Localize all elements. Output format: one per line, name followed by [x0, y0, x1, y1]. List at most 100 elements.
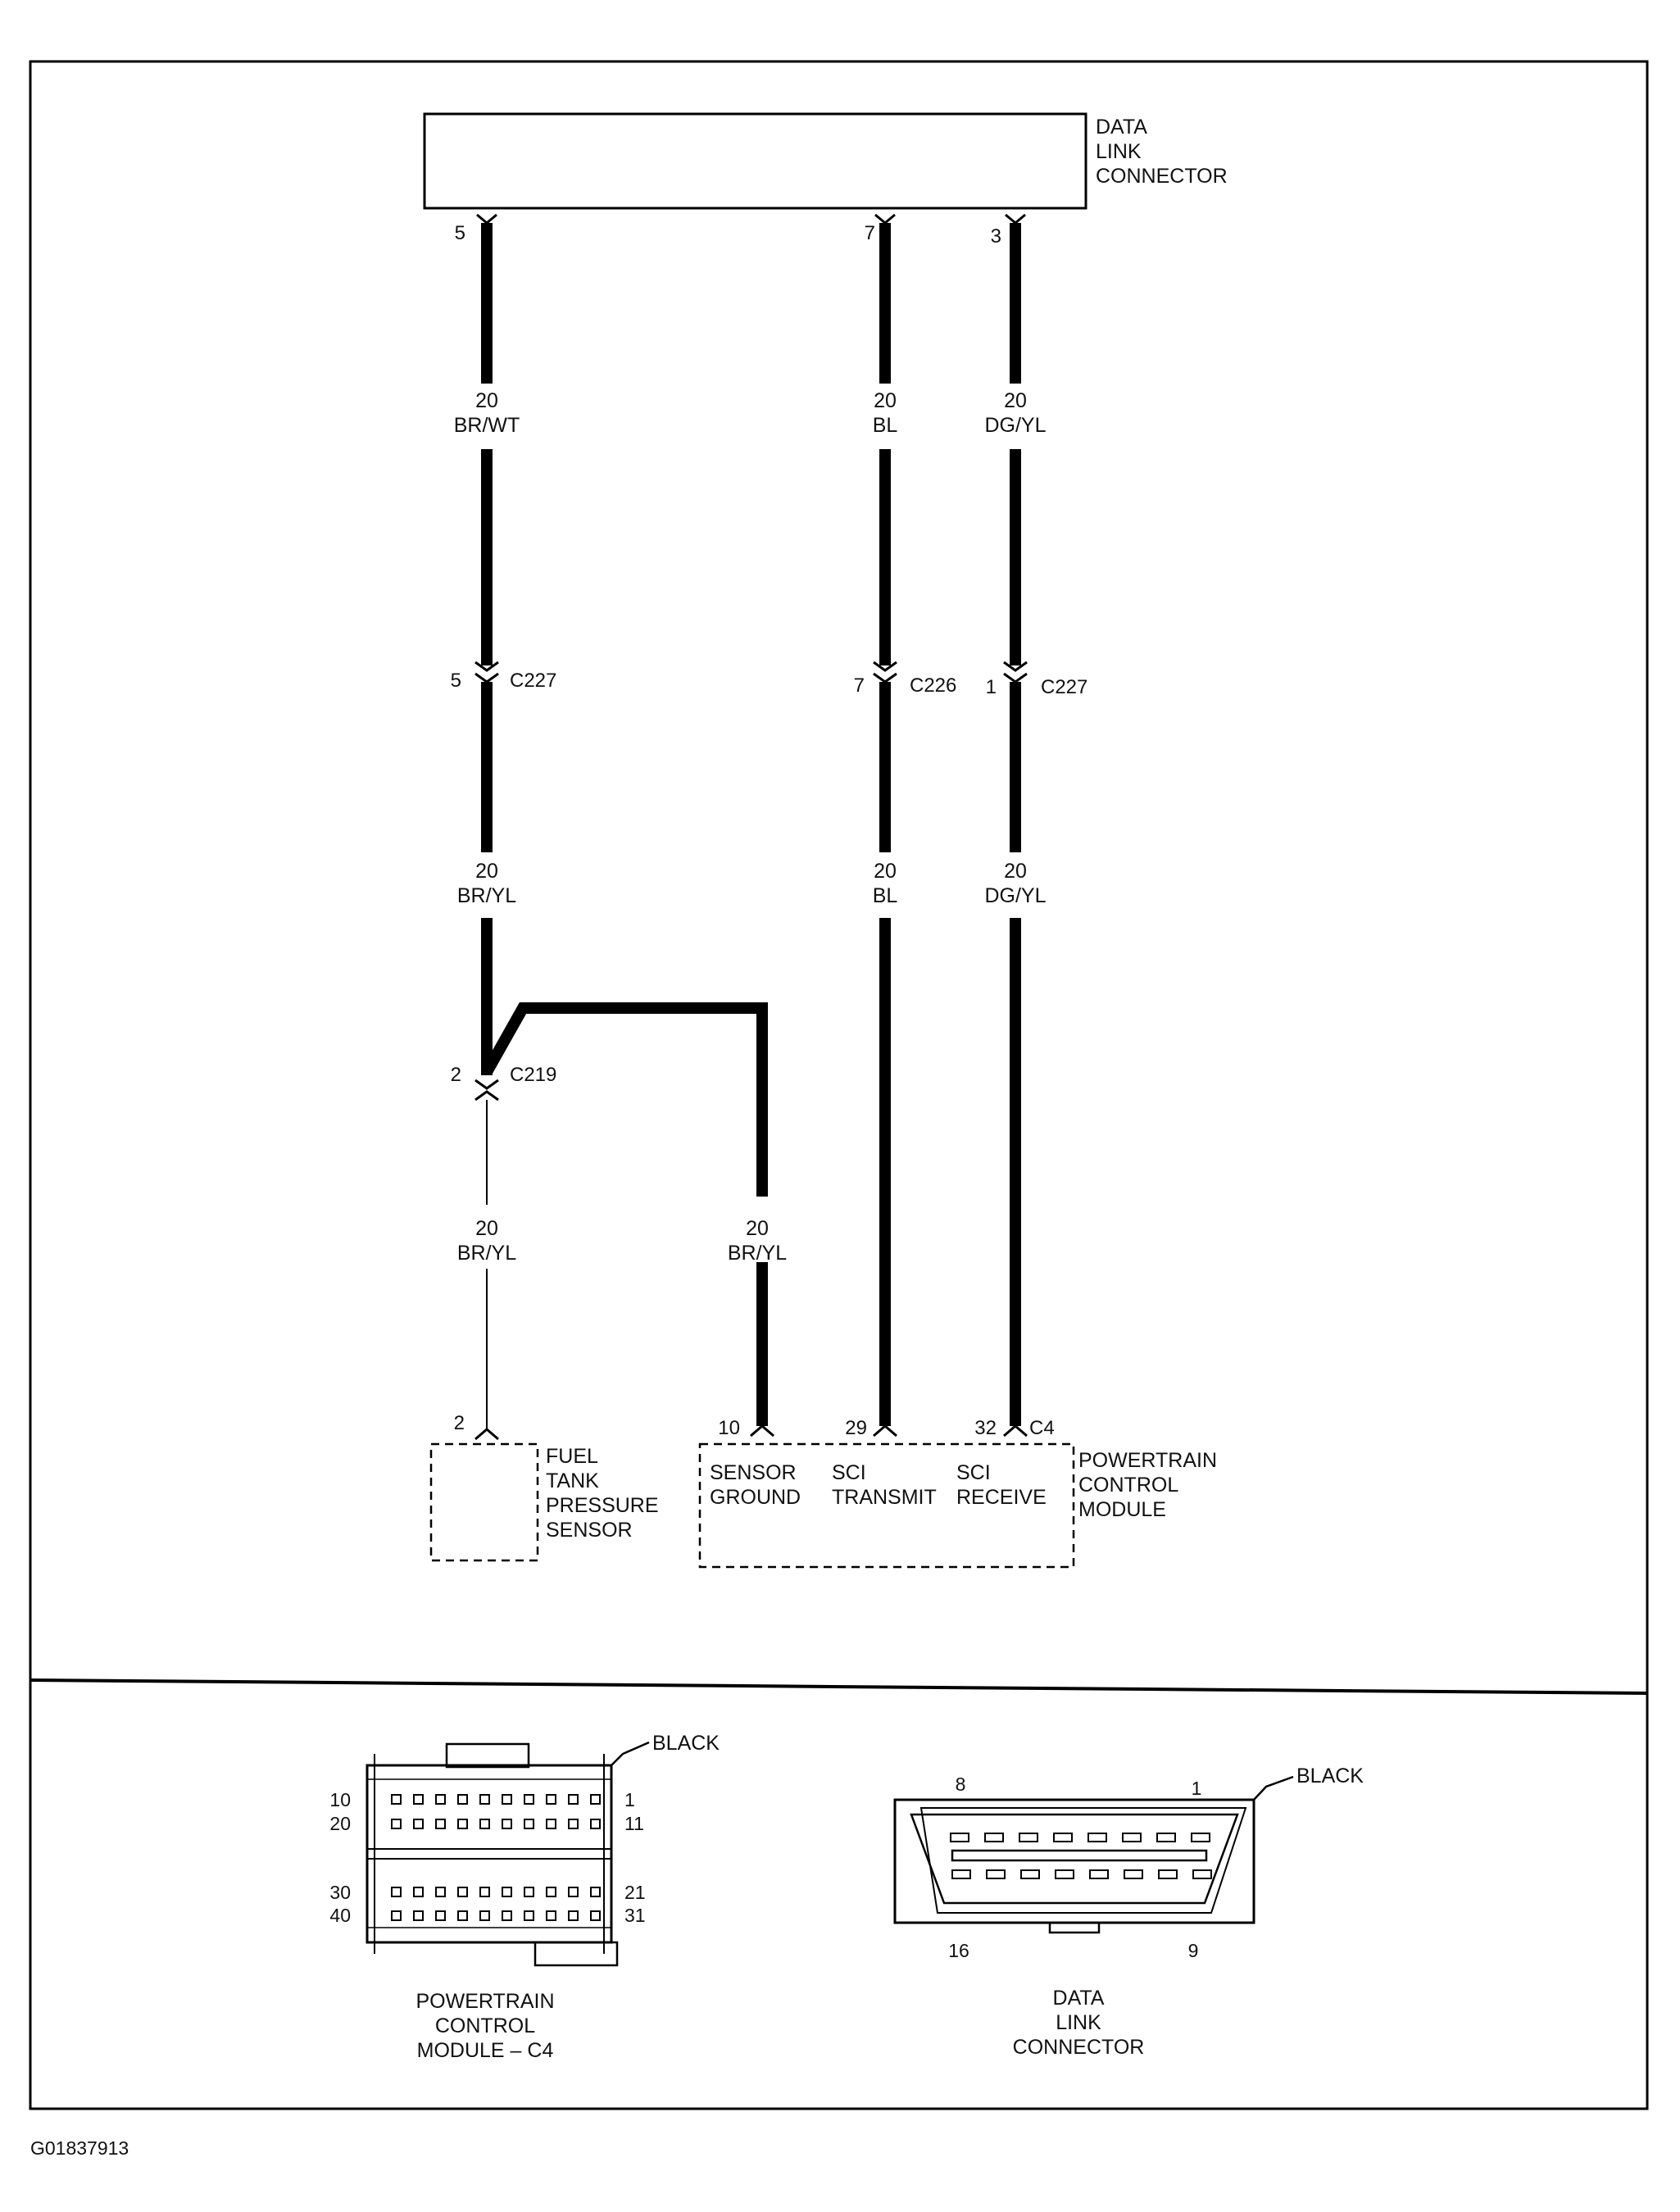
pcm-cavity: [590, 1910, 601, 1921]
wire1-color-top: BR/WT: [454, 414, 520, 437]
dlc-cavity: [1019, 1833, 1038, 1842]
pcm-label-line3: MODULE: [1078, 1498, 1166, 1521]
pcm-cavity: [524, 1887, 534, 1897]
wire3-color-top: DG/YL: [984, 414, 1046, 437]
pcm-sci-transmit-line1: SCI: [832, 1461, 866, 1484]
pcm-cavity: [502, 1910, 512, 1921]
dlc-cavity: [1089, 1869, 1109, 1879]
wire1-gauge-mid: 20: [475, 860, 498, 883]
pcm-face-label-line3: MODULE – C4: [417, 2039, 554, 2062]
wire3-color-mid: DG/YL: [984, 884, 1046, 907]
pcm-cavity: [590, 1887, 601, 1897]
c227-label-b: C227: [1041, 676, 1087, 698]
dlc-cavity-grid: [950, 1833, 1212, 1879]
pcm-face-pin-21: 21: [624, 1882, 646, 1903]
pcm-cavity: [546, 1819, 556, 1829]
pcm-cavity: [479, 1819, 490, 1829]
sensor-wire-color: BR/YL: [457, 1242, 516, 1265]
pcm-sci-transmit-line2: TRANSMIT: [832, 1486, 937, 1509]
dlc-connector-face: BLACK 8 1 16 9 DATA LINK CONNECTOR: [893, 1765, 1364, 2059]
sensor-wire-gauge: 20: [475, 1217, 498, 1240]
pcm-cavity: [413, 1910, 424, 1921]
powertrain-control-module: 10 29 32 C4 SENSOR GROUND SCI TRANSMIT S…: [698, 1417, 1217, 1569]
pcm-sci-receive-line1: SCI: [956, 1461, 991, 1484]
pcm-cavity: [568, 1910, 579, 1921]
sensor-label-line2: TANK: [546, 1469, 599, 1492]
wire-sensor-feed: 20 BR/YL: [457, 1100, 516, 1429]
pcm-face-pin-40: 40: [329, 1905, 351, 1926]
dlc-pin-7: 7: [865, 222, 875, 244]
dlc-cavity: [986, 1869, 1006, 1879]
pcm-cavity: [413, 1794, 424, 1805]
wire1-gauge-top: 20: [475, 389, 498, 412]
pcm-cavity: [546, 1887, 556, 1897]
c226-pin-7: 7: [854, 675, 865, 697]
pcm-cavity: [568, 1887, 579, 1897]
dlc-face-pin-9: 9: [1188, 1940, 1199, 1961]
dlc-pin-3: 3: [991, 225, 1001, 248]
dlc-cavity: [984, 1833, 1004, 1842]
dlc-pin-5: 5: [455, 222, 465, 244]
pcm-c4-connector-face: BLACK 10 1 20 11 30 21 40 31 POWERTRAIN …: [329, 1732, 720, 2062]
wire-sensor-ground-branch: 20 BR/YL: [481, 1002, 787, 1426]
dlc-cavity: [1122, 1833, 1142, 1842]
dlc-face-label-line1: DATA: [1053, 1987, 1105, 2010]
pcm-cavity: [590, 1794, 601, 1805]
dlc-cavity: [1053, 1833, 1073, 1842]
pcm-cavity: [457, 1887, 468, 1897]
pcm-label-line1: POWERTRAIN: [1078, 1449, 1217, 1472]
pcm-cavity: [479, 1910, 490, 1921]
pcm-face-pin-11: 11: [624, 1813, 644, 1834]
pcm-cavity: [457, 1794, 468, 1805]
pcm-face-pin-20: 20: [329, 1813, 351, 1834]
pcm-cavity: [546, 1910, 556, 1921]
pcm-cavity: [457, 1819, 468, 1829]
pcm-face-pin-31: 31: [624, 1905, 646, 1926]
wire2-gauge-top: 20: [874, 389, 897, 412]
c227-pin-5: 5: [451, 670, 461, 692]
pcm-pin-32: 32: [974, 1417, 997, 1439]
figure-frame: [29, 60, 1649, 2110]
pcm-face-pin-1: 1: [624, 1789, 635, 1810]
section-divider: [30, 1678, 1648, 1695]
c227-label-a: C227: [510, 670, 556, 692]
pcm-cavity: [435, 1794, 446, 1805]
pcm-sensor-ground-line1: SENSOR: [710, 1461, 797, 1484]
pcm-face-color: BLACK: [652, 1732, 720, 1755]
pcm-cavity: [391, 1819, 402, 1829]
pcm-cavity: [546, 1794, 556, 1805]
dlc-label-line3: CONNECTOR: [1096, 165, 1228, 188]
pcm-cavity: [435, 1819, 446, 1829]
c219-pin-2: 2: [451, 1064, 461, 1086]
pcm-cavity: [457, 1910, 468, 1921]
pcm-face-pin-30: 30: [329, 1882, 351, 1903]
dlc-cavity: [951, 1869, 971, 1879]
c227-pin-1: 1: [986, 676, 997, 698]
pcm-face-label-line2: CONTROL: [435, 2014, 535, 2037]
pcm-cavity: [568, 1794, 579, 1805]
wire-branch-color: BR/YL: [728, 1242, 787, 1265]
dlc-cavity: [1020, 1869, 1040, 1879]
c219-connector: 2 C219: [451, 1064, 556, 1101]
pcm-pin-29: 29: [845, 1417, 867, 1439]
sensor-label-line1: FUEL: [546, 1445, 598, 1468]
wire2-gauge-mid: 20: [874, 860, 897, 883]
wire2-color-top: BL: [873, 414, 898, 437]
pcm-cavity: [524, 1794, 534, 1805]
wire1-color-mid: BR/YL: [457, 884, 516, 907]
data-link-connector: DATA LINK CONNECTOR: [423, 112, 1228, 210]
pcm-cavity: [524, 1819, 534, 1829]
pcm-cavity: [391, 1887, 402, 1897]
pcm-cavity: [479, 1887, 490, 1897]
fuel-tank-pressure-sensor: 2 FUEL TANK PRESSURE SENSOR: [429, 1412, 659, 1562]
pcm-sci-receive-line2: RECEIVE: [956, 1486, 1047, 1509]
pcm-cavity: [590, 1819, 601, 1829]
sensor-pin-2: 2: [454, 1412, 465, 1434]
wire-dg-yl: 3 20 DG/YL 1 C227 20 DG/YL: [984, 213, 1087, 1426]
dlc-face-pin-8: 8: [956, 1774, 966, 1795]
dlc-face-pin-1: 1: [1192, 1778, 1202, 1799]
dlc-cavity: [1191, 1833, 1210, 1842]
pcm-cavity: [413, 1887, 424, 1897]
pcm-cavity: [391, 1794, 402, 1805]
pcm-cavity: [413, 1819, 424, 1829]
